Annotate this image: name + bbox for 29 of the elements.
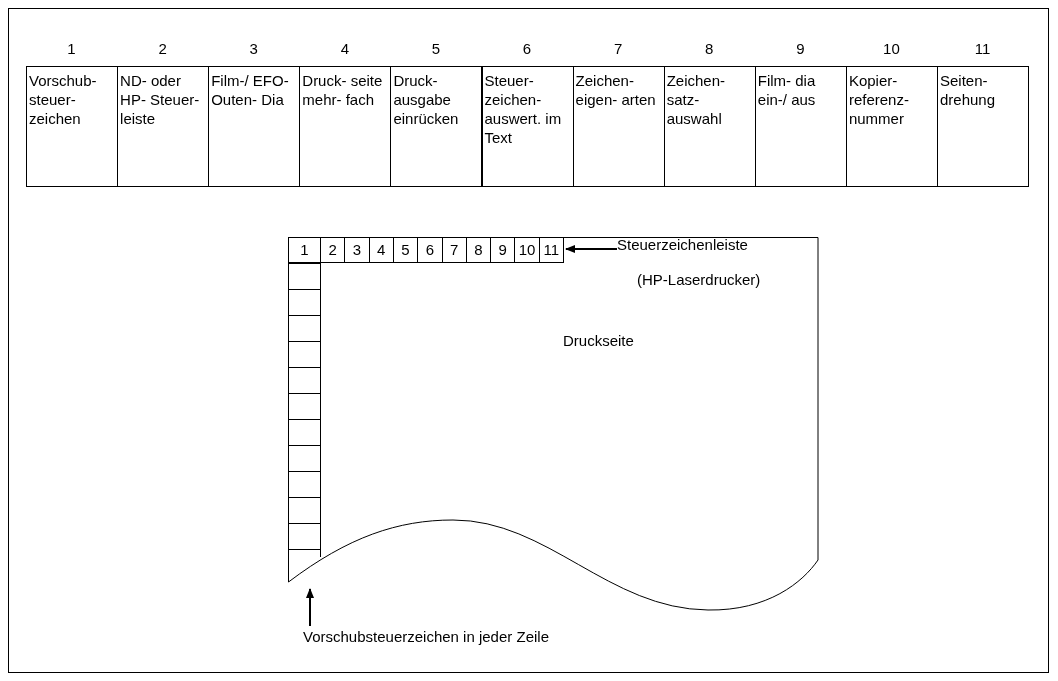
table-cell: Druck- seite mehr- fach bbox=[299, 66, 392, 187]
table-cell: ND- oder HP- Steuer- leiste bbox=[117, 66, 210, 187]
table-cell: Zeichen- eigen- arten bbox=[572, 66, 665, 187]
callout-text: (HP-Laserdrucker) bbox=[637, 271, 762, 288]
table-cell: Zeichen- satz- auswahl bbox=[663, 66, 756, 187]
column-number: 7 bbox=[612, 40, 624, 57]
column-number: 11 bbox=[973, 40, 992, 57]
table-cell: Druck- ausgabe einrücken bbox=[390, 66, 483, 187]
page-label: Druckseite bbox=[563, 332, 634, 349]
column-number: 1 bbox=[66, 40, 77, 57]
callout-text: Vorschubsteuerzeichen in jeder Zeile bbox=[303, 628, 550, 645]
table-cell: Steuer- zeichen- auswert. im Text bbox=[481, 66, 574, 187]
column-number: 3 bbox=[248, 40, 259, 57]
column-number: 2 bbox=[157, 40, 168, 57]
arrow bbox=[565, 245, 618, 253]
arrow bbox=[306, 588, 314, 627]
column-number: 9 bbox=[795, 40, 806, 57]
column-number: 8 bbox=[704, 40, 715, 57]
control-character-strip: 1 2 3 4 5 6 7 8 9 10 11 bbox=[288, 237, 564, 263]
column-number: 5 bbox=[430, 40, 442, 57]
callout-text: Steuerzeichenleiste bbox=[617, 236, 749, 253]
table-cell: Film-/ EFO- Outen- Dia bbox=[208, 66, 301, 187]
column-number: 10 bbox=[882, 40, 901, 57]
table-cell: Vorschub- steuer- zeichen bbox=[26, 66, 119, 187]
table-cell: Film- dia ein-/ aus bbox=[754, 66, 847, 187]
column-number: 4 bbox=[339, 40, 350, 57]
table-cell: Kopier- referenz- nummer bbox=[845, 66, 938, 187]
column-number: 6 bbox=[521, 40, 533, 57]
table-cell: Seiten- drehung bbox=[937, 66, 1030, 187]
